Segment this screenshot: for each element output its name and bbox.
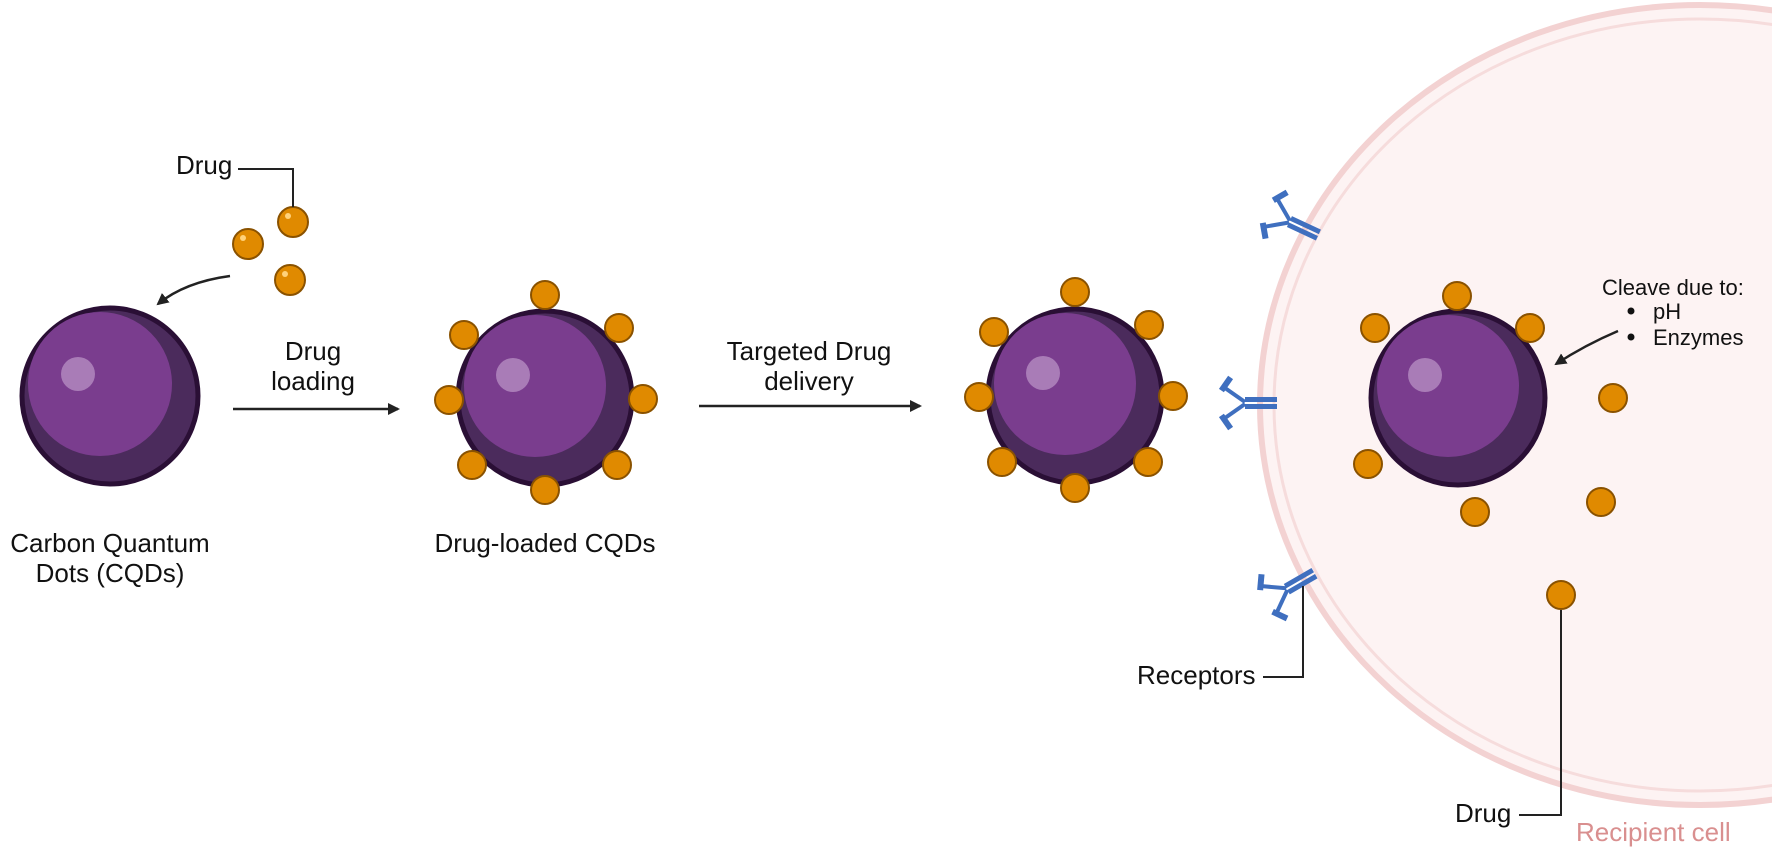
cqd-particle-icon [19, 305, 201, 487]
drug-molecule-icon [979, 317, 1009, 347]
drug-molecule-icon [987, 447, 1017, 477]
drug-molecule-icon [604, 313, 634, 343]
releasing-cqd [1360, 281, 1548, 488]
cqd-particle-icon [985, 306, 1165, 486]
drug-molecule-icon [1133, 447, 1163, 477]
released-drugs [1353, 383, 1628, 610]
drug-molecule-icon [1353, 449, 1383, 479]
targeted-delivery-arrow: Targeted Drug delivery [699, 336, 922, 412]
cqd-label-line2: Dots (CQDs) [36, 558, 185, 588]
loading-curve-arrow [156, 274, 231, 306]
drug-loading-arrow: Drug loading [233, 336, 400, 415]
recipient-cell-label: Recipient cell [1576, 817, 1731, 847]
drug-molecule-icon [964, 382, 994, 412]
drug-molecule-icon [434, 385, 464, 415]
cleave-arrow [1554, 329, 1619, 366]
drug-molecule-icon [1158, 381, 1188, 411]
antibody-receptor-icon [1257, 567, 1318, 622]
drug-molecule-icon [628, 384, 658, 414]
approaching-cqd [964, 277, 1188, 503]
drug-bottom-callout: Drug [1455, 610, 1562, 828]
cleave-note: Cleave due to: pH Enzymes [1554, 275, 1744, 366]
drug-loaded-cqd-label: Drug-loaded CQDs [434, 528, 655, 558]
drug-molecule-icon [1460, 497, 1490, 527]
drug-loading-label-1: Drug [285, 336, 341, 366]
drug-loaded-cqd [434, 280, 658, 505]
drug-molecule-icon [449, 320, 479, 350]
cleave-item-ph: pH [1653, 299, 1681, 324]
cqd-label-line1: Carbon Quantum [10, 528, 209, 558]
targeted-delivery-label-2: delivery [764, 366, 854, 396]
drug-molecule-icon [1586, 487, 1616, 517]
drug-molecule-icon [1442, 281, 1472, 311]
free-drug-group-top [232, 206, 309, 296]
drug-bottom-label: Drug [1455, 798, 1511, 828]
cqd-particle-icon [455, 308, 635, 488]
drug-molecule-icon [277, 206, 309, 238]
cleave-title: Cleave due to: [1602, 275, 1744, 300]
antibody-receptor-icon [1259, 189, 1321, 241]
drug-molecule-icon [1598, 383, 1628, 413]
drug-molecule-icon [1515, 313, 1545, 343]
cleave-item-enzymes: Enzymes [1653, 325, 1743, 350]
drug-molecule-icon [1546, 580, 1576, 610]
drug-molecule-icon [1060, 473, 1090, 503]
antibody-receptor-icon [1218, 375, 1277, 431]
drug-molecule-icon [1134, 310, 1164, 340]
cqd-particle-icon [1368, 308, 1548, 488]
drug-molecule-icon [530, 280, 560, 310]
receptors-callout: Receptors [1137, 586, 1304, 690]
drug-top-label: Drug [176, 150, 232, 180]
drug-molecule-icon [1060, 277, 1090, 307]
drug-loading-label-2: loading [271, 366, 355, 396]
drug-molecule-icon [1360, 313, 1390, 343]
drug-top-callout: Drug [176, 150, 294, 207]
receptors-label: Receptors [1137, 660, 1256, 690]
drug-molecule-icon [232, 228, 264, 260]
drug-molecule-icon [602, 450, 632, 480]
targeted-delivery-label-1: Targeted Drug [727, 336, 892, 366]
drug-molecule-icon [457, 450, 487, 480]
drug-molecule-icon [530, 475, 560, 505]
drug-molecule-icon [274, 264, 306, 296]
